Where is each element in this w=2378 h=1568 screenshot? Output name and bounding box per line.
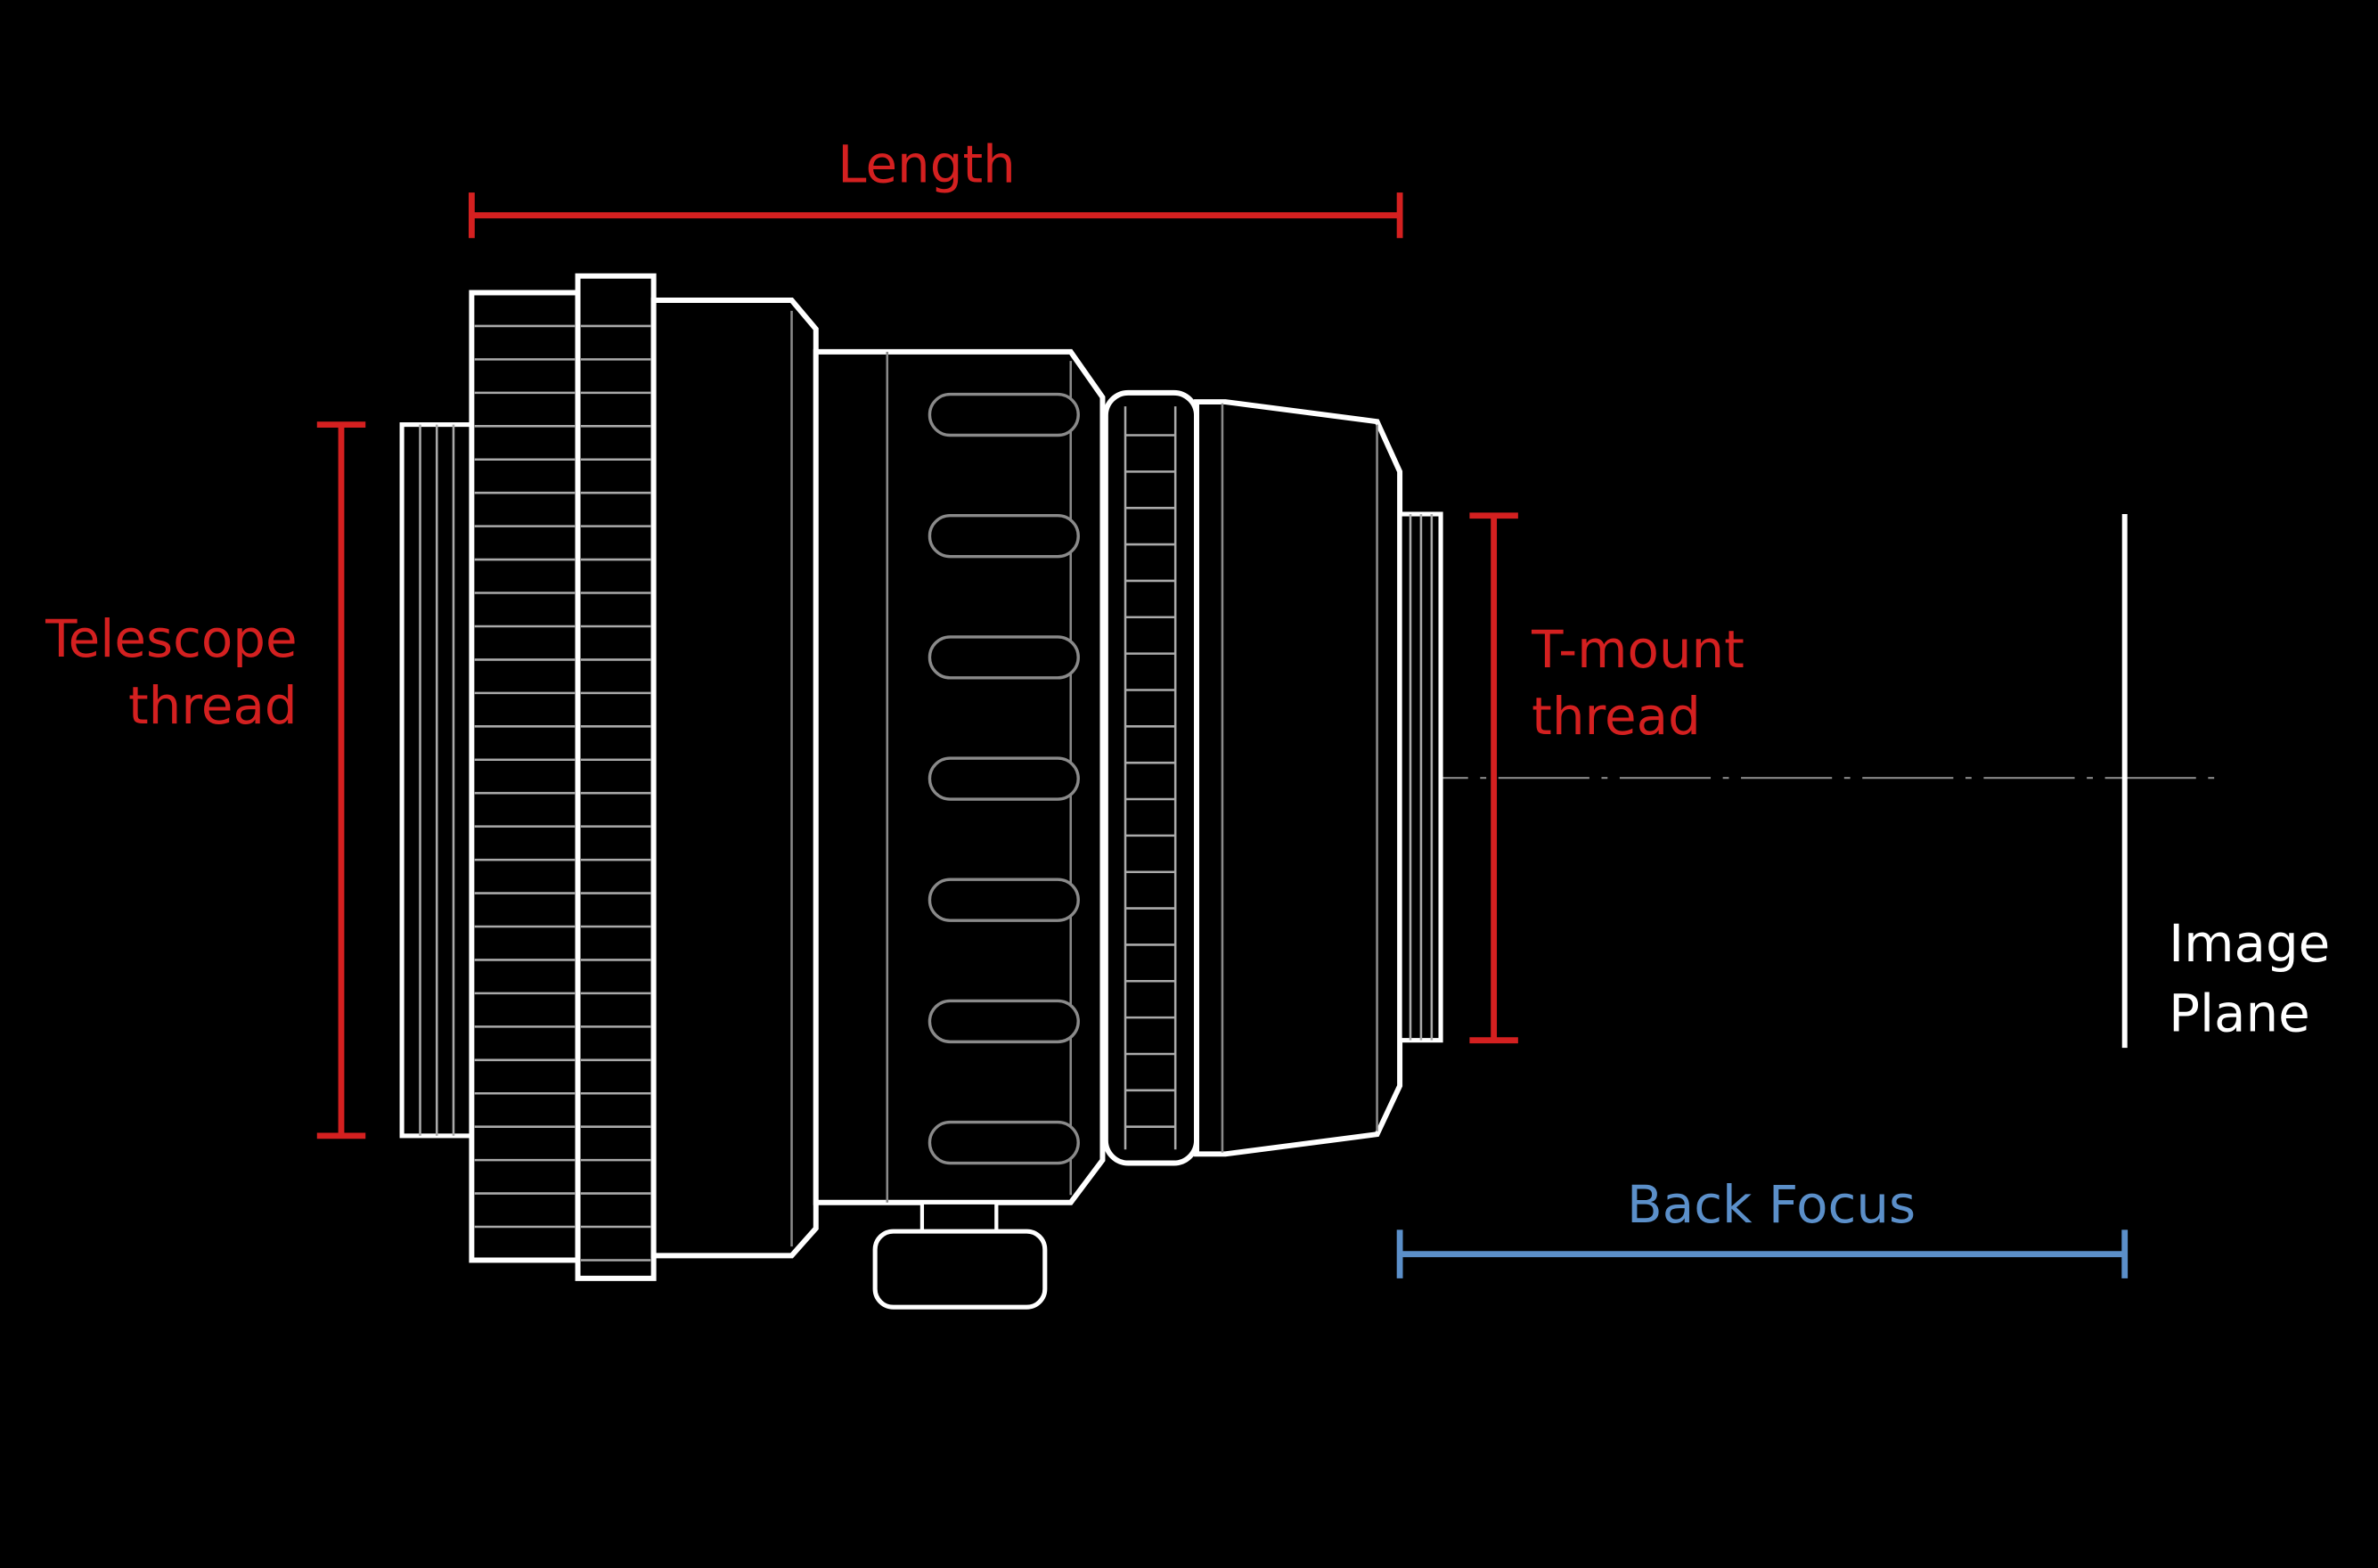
knurled-ring-2 [575,273,657,1281]
grip-slot [928,756,1080,801]
knurled-ring-1 [469,290,581,1263]
telescope-thread-label-2: thread [128,675,298,736]
locking-knob [872,1200,1048,1310]
tmount-thread-label-1: T-mount [1531,619,1745,680]
lens-body-main [813,348,1106,1205]
telescope-thread-part [399,422,474,1139]
grip-slot [928,999,1080,1044]
tmount-thread-label-2: thread [1532,686,1701,747]
back-focus-label: Back Focus [1627,1174,1916,1235]
grip-slot [928,514,1080,559]
image-plane-label-1: Image [2169,913,2330,974]
length-dimension [468,192,1403,239]
grip-slot [928,878,1080,922]
tmount-thread-dimension [1469,512,1518,1044]
back-focus-dimension [1396,1229,2129,1278]
focus-ring [1102,389,1199,1166]
telescope-thread-dimension [316,421,366,1139]
lens-body-front [650,298,819,1259]
grip-slot [928,392,1080,437]
grip-slot [928,635,1080,680]
image-plane-label-2: Plane [2169,983,2310,1043]
grip-slot [928,1120,1080,1165]
length-label: Length [838,134,1016,194]
telescope-thread-label-1: Telescope [45,608,297,669]
lens-body-rear [1194,399,1403,1157]
tmount-thread-part [1397,511,1443,1043]
